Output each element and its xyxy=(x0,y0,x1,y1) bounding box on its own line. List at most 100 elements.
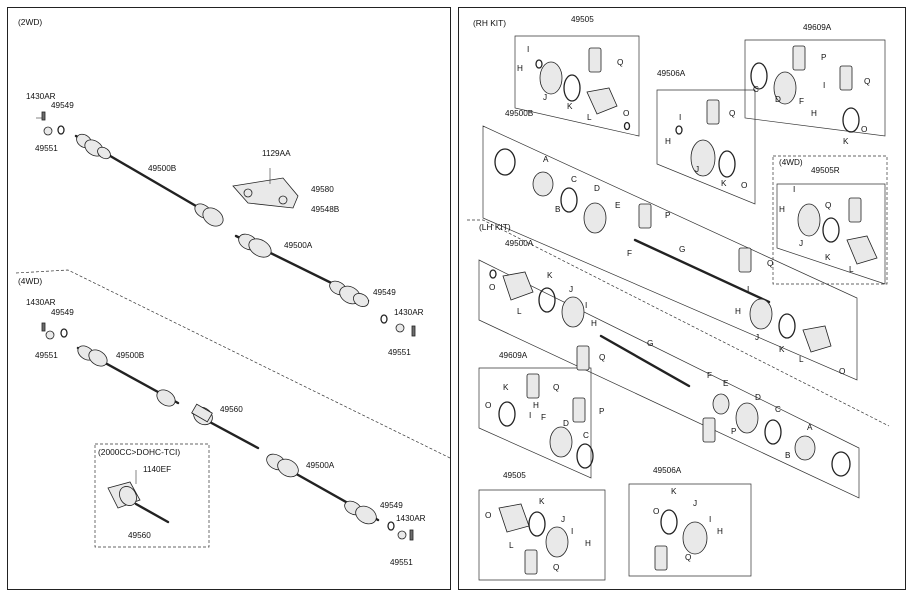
callout-q-rh-49609a: Q xyxy=(864,77,870,86)
callout-j-rh-49505: J xyxy=(543,93,547,102)
label-49500a-4wd: 49500A xyxy=(306,461,335,470)
label-49549-4wd-right: 49549 xyxy=(380,501,403,510)
label-49551-4wd: 49551 xyxy=(35,351,58,360)
pn-rh-49609a: 49609A xyxy=(803,23,832,32)
frame-4wd-kit-outer xyxy=(772,155,888,285)
rh-49506a-parts xyxy=(675,99,736,178)
callout-j-rh-49500b: J xyxy=(755,333,759,342)
nut-washer-set-4wd-right xyxy=(387,521,414,541)
lh-49500a-parts xyxy=(489,269,851,477)
label-1430ar-2wd: 1430AR xyxy=(26,92,56,101)
label-1430ar-4wd-right: 1430AR xyxy=(396,514,426,523)
callout-p-lh-49609a: P xyxy=(599,407,605,416)
callout-i-rh-49609a: I xyxy=(823,81,825,90)
callout-d-lh-49609a: D xyxy=(563,419,569,428)
callout-q-lh-49506a: Q xyxy=(685,553,691,562)
callout-g-rh-49500b: G xyxy=(679,245,685,254)
frame-lh-49500a xyxy=(478,259,860,499)
callout-q-rh-49500b: Q xyxy=(767,259,773,268)
callout-h-rh-49506a: H xyxy=(665,137,671,146)
shaft-49500b-2wd xyxy=(74,133,224,227)
callout-j-lh-49500a: J xyxy=(569,285,573,294)
section-2wd-label: (2WD) xyxy=(18,17,42,27)
callout-k-lh-49506a: K xyxy=(671,487,677,496)
right-kit-diagram: (RH KIT) xyxy=(467,15,890,581)
frame-lh-49609a xyxy=(478,367,592,479)
label-49500b-2wd: 49500B xyxy=(148,164,177,173)
callout-q-lh-49609a: Q xyxy=(553,383,559,392)
rh-49609a-parts xyxy=(750,45,860,133)
callout-p-rh-49500b: P xyxy=(665,211,671,220)
shaft-49500b-4wd xyxy=(76,345,180,407)
callout-o-lh-49500a: O xyxy=(489,283,495,292)
callout-i-lh-49609a: I xyxy=(529,411,531,420)
callout-h-lh-49609a: H xyxy=(533,401,539,410)
frame-lh-49505 xyxy=(478,489,606,581)
callout-h-rh-49505: H xyxy=(517,64,523,73)
label-1140ef: 1140EF xyxy=(143,465,171,474)
callout-k-rh-49505r: K xyxy=(825,253,831,262)
tci-inset-title: (2000CC>DOHC-TCI) xyxy=(98,447,180,457)
callout-j-rh-49506a: J xyxy=(695,165,699,174)
callout-h-lh-49500a: H xyxy=(591,319,597,328)
section-4wd-label: (4WD) xyxy=(18,276,42,286)
label-49551-2wd-right: 49551 xyxy=(388,348,411,357)
divider-lh-kit xyxy=(467,219,890,427)
label-49500b-4wd: 49500B xyxy=(116,351,145,360)
pn-rh-49506a: 49506A xyxy=(657,69,686,78)
label-49548b: 49548B xyxy=(311,205,340,214)
label-49500a-2wd: 49500A xyxy=(284,241,313,250)
label-49560-tci: 49560 xyxy=(128,531,151,540)
label-1430ar-4wd: 1430AR xyxy=(26,298,56,307)
callout-g-lh-49500a: G xyxy=(647,339,653,348)
callout-k-rh-49505: K xyxy=(567,102,573,111)
rh-49500b-parts xyxy=(494,148,832,353)
callout-i-rh-49500b: I xyxy=(747,285,749,294)
callout-f-lh-49609a: F xyxy=(541,413,546,422)
callout-l-rh-49505r: L xyxy=(849,265,854,274)
callout-h-rh-49500b: H xyxy=(735,307,741,316)
right-panel-boot-kits: (RH KIT) xyxy=(458,7,906,590)
inner-shaft-49560 xyxy=(191,403,260,450)
callout-d-rh-49500b: D xyxy=(594,184,600,193)
callout-j-rh-49505r: J xyxy=(799,239,803,248)
nut-washer-set-4wd-left xyxy=(41,322,68,340)
label-1430ar-2wd-right: 1430AR xyxy=(394,308,424,317)
frame-rh-49505 xyxy=(514,35,640,137)
label-49551-4wd-right: 49551 xyxy=(390,558,413,567)
label-49551-2wd: 49551 xyxy=(35,144,58,153)
callout-h-lh-49506a: H xyxy=(717,527,723,536)
nut-washer-set-2wd-right xyxy=(380,314,416,337)
label-49549-2wd: 49549 xyxy=(51,101,74,110)
callout-j-lh-49505: J xyxy=(561,515,565,524)
pn-lh-49506a: 49506A xyxy=(653,466,682,475)
callout-f-rh-49500b: F xyxy=(627,249,632,258)
label-49549-2wd-right: 49549 xyxy=(373,288,396,297)
callout-l-rh-49500b: L xyxy=(799,355,804,364)
callout-h-rh-49505r: H xyxy=(779,205,785,214)
tci-inner-shaft xyxy=(107,470,170,524)
callout-q-rh-49505: Q xyxy=(617,58,623,67)
callout-l-lh-49505: L xyxy=(509,541,514,550)
callout-p-rh-49609a: P xyxy=(821,53,827,62)
rh-kit-label: (RH KIT) xyxy=(473,18,506,28)
callout-d-rh-49609a: D xyxy=(775,95,781,104)
callout-o-lh-49609a: O xyxy=(485,401,491,410)
callout-o-rh-49500b: O xyxy=(839,367,845,376)
callout-i-lh-49506a: I xyxy=(709,515,711,524)
callout-e-rh-49500b: E xyxy=(615,201,621,210)
callout-a-rh-49500b: A xyxy=(543,155,549,164)
callout-o-rh-49505: O xyxy=(623,109,629,118)
shaft-49500a-2wd xyxy=(234,233,370,307)
callout-a-lh-49500a: A xyxy=(807,423,813,432)
callout-o-rh-49506a: O xyxy=(741,181,747,190)
callout-c-rh-49609a: C xyxy=(753,85,759,94)
rh-49505-parts xyxy=(535,47,631,131)
callout-d-lh-49500a: D xyxy=(755,393,761,402)
callout-k-rh-49500b: K xyxy=(779,345,785,354)
left-drive-shaft-diagram: (2WD) 1430AR 49549 49551 49500 xyxy=(15,17,450,567)
callout-k-lh-49505: K xyxy=(539,497,545,506)
callout-q-lh-49505: Q xyxy=(553,563,559,572)
callout-o-lh-49505: O xyxy=(485,511,491,520)
lh-49505-parts xyxy=(498,503,569,575)
